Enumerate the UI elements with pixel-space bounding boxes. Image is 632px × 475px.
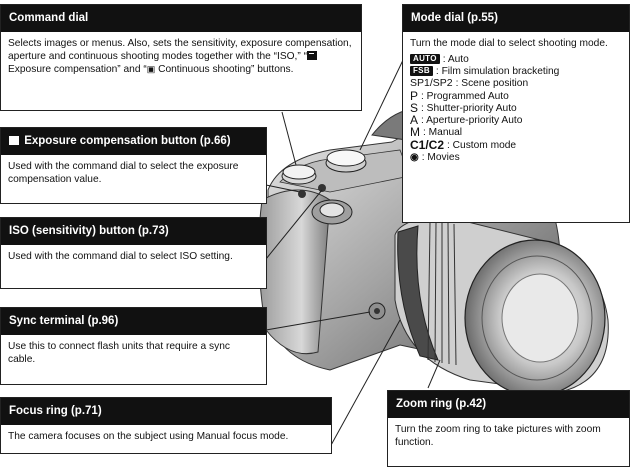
mode-item: SP1/SP2: Scene position	[410, 77, 529, 90]
callout-description: Turn the mode dial to select shooting mo…	[403, 32, 629, 168]
callout-focus-ring: Focus ring (p.71) The camera focuses on …	[0, 397, 332, 454]
exposure-compensation-icon	[9, 136, 19, 145]
callout-title: Exposure compensation button (p.66)	[1, 128, 266, 155]
callout-zoom-ring: Zoom ring (p.42) Turn the zoom ring to t…	[387, 390, 630, 467]
callout-iso-button: ISO (sensitivity) button (p.73) Used wit…	[0, 217, 267, 289]
callout-description: Turn the zoom ring to take pictures with…	[395, 424, 601, 448]
mode-item: P: Programmed Auto	[410, 88, 509, 103]
callout-title: Focus ring (p.71)	[1, 398, 331, 425]
callout-title: ISO (sensitivity) button (p.73)	[1, 218, 266, 245]
mode-item: ◉: Movies	[410, 152, 460, 164]
callout-mode-dial: Mode dial (p.55) Turn the mode dial to s…	[402, 4, 630, 223]
callout-exposure-compensation-button: Exposure compensation button (p.66) Used…	[0, 127, 267, 204]
callout-description: The camera focuses on the subject using …	[8, 431, 289, 442]
callout-description: Use this to connect flash units that req…	[8, 341, 230, 365]
callout-command-dial: Command dial Selects images or menus. Al…	[0, 4, 362, 111]
exposure-compensation-icon	[307, 51, 318, 60]
mode-list: AUTO: Auto FSB: Film simulation bracketi…	[410, 53, 622, 164]
callout-description: Selects images or menus. Also, sets the …	[8, 38, 352, 75]
mode-item: C1/C2: Custom mode	[410, 137, 517, 152]
movie-icon: ◉	[410, 152, 419, 164]
callout-title: Zoom ring (p.42)	[388, 391, 629, 418]
mode-item: FSB: Film simulation bracketing	[410, 65, 622, 77]
continuous-shooting-icon: ▣	[146, 64, 156, 74]
callout-title: Mode dial (p.55)	[403, 5, 629, 32]
callout-sync-terminal: Sync terminal (p.96) Use this to connect…	[0, 307, 267, 385]
callout-title: Sync terminal (p.96)	[1, 308, 266, 335]
callout-title: Command dial	[1, 5, 361, 32]
callout-description: Used with the command dial to select ISO…	[8, 251, 233, 262]
mode-item: S: Shutter-priority Auto	[410, 100, 517, 115]
callout-description: Used with the command dial to select the…	[8, 161, 239, 185]
mode-item: A: Aperture-priority Auto	[410, 113, 523, 128]
mode-item: AUTO: Auto	[410, 53, 622, 65]
mode-item: M: Manual	[410, 125, 463, 140]
